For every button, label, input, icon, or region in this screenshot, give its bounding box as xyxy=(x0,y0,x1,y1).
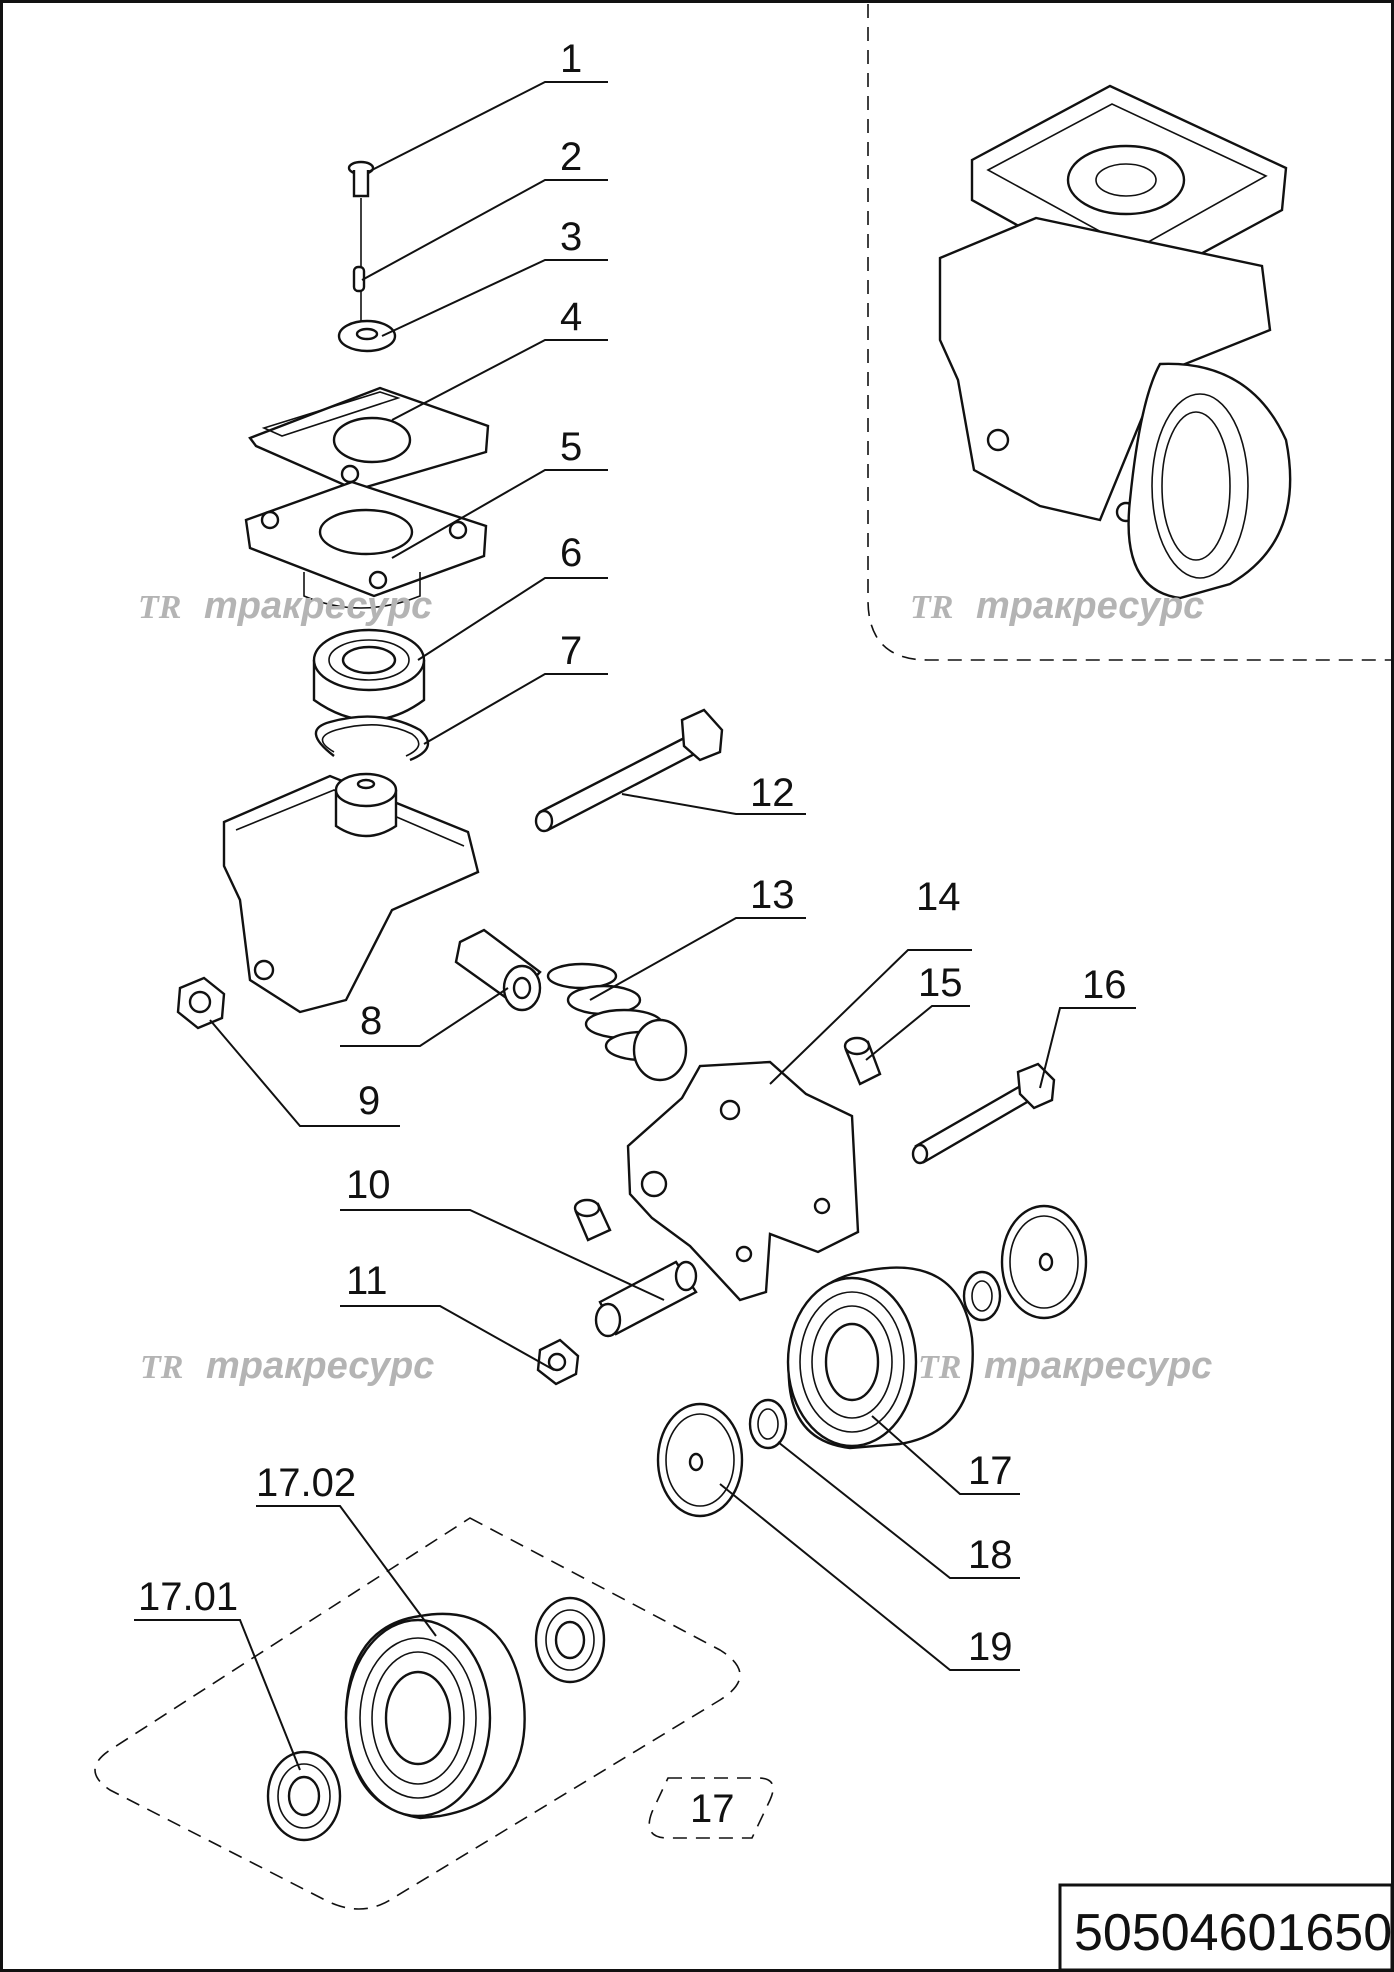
watermark-logo: TR xyxy=(910,589,953,626)
callout-15: 15 xyxy=(918,961,963,1005)
watermark-3: TR тракресурс xyxy=(140,1345,434,1387)
part-17-wheel xyxy=(786,1266,974,1450)
part-19-dust-cap xyxy=(1000,1204,1088,1320)
callout-1: 1 xyxy=(560,37,582,81)
watermark-text: тракресурс xyxy=(984,1345,1212,1387)
callout-6: 6 xyxy=(560,531,582,575)
part-7-snap-ring xyxy=(314,715,430,762)
part-4-slotted-plate xyxy=(248,386,490,492)
part-9-nut xyxy=(176,976,226,1030)
part-10-axle-sleeve xyxy=(594,1260,698,1338)
callout-16: 16 xyxy=(1082,963,1127,1007)
callout-5: 5 xyxy=(560,425,582,469)
part-3-washer xyxy=(337,319,397,353)
watermark-2: TR тракресурс xyxy=(910,585,1204,627)
part-13-spring xyxy=(546,962,688,1082)
callout-10: 10 xyxy=(346,1163,391,1207)
callout-17: 17 xyxy=(968,1449,1013,1493)
watermark-logo: TR xyxy=(138,589,181,626)
part-8-sleeve xyxy=(454,928,542,1012)
part-17-02-wheel-body xyxy=(344,1612,526,1820)
callout-17-01: 17.01 xyxy=(138,1575,238,1619)
callout-11: 11 xyxy=(346,1259,388,1303)
part-18-spacer-ring-left xyxy=(748,1398,788,1450)
part-12-bolt xyxy=(534,708,724,833)
callout-labels: 1 2 3 4 5 6 7 12 8 9 13 14 15 16 10 11 1… xyxy=(138,37,1127,1831)
watermark-text: тракресурс xyxy=(206,1345,434,1387)
wheel-subassembly-frame xyxy=(94,1517,741,1910)
assembled-view-frame xyxy=(867,4,1392,661)
subassembly-tag-frame xyxy=(648,1777,774,1839)
callout-2: 2 xyxy=(560,135,582,179)
callout-8: 8 xyxy=(360,999,382,1043)
part-5-mounting-plate xyxy=(244,480,488,609)
part-14-fork xyxy=(626,1060,860,1302)
swivel-bracket xyxy=(222,772,480,1014)
assembled-caster-view xyxy=(938,84,1292,600)
watermark-logo: TR xyxy=(918,1349,961,1386)
part-16-bolt xyxy=(911,1062,1056,1165)
watermark-4: TR тракресурс xyxy=(918,1345,1212,1387)
watermark-text: тракресурс xyxy=(976,585,1204,627)
part-17-01-bearing-right xyxy=(534,1596,606,1684)
part-15-bushing xyxy=(843,1036,882,1086)
part-1-screw xyxy=(347,160,375,330)
callout-7: 7 xyxy=(560,629,582,673)
part-6-bearing xyxy=(312,628,426,722)
callout-14: 14 xyxy=(916,875,961,919)
callout-9: 9 xyxy=(358,1079,380,1123)
callout-12: 12 xyxy=(750,771,795,815)
callout-13: 13 xyxy=(750,873,795,917)
watermark-1: TR тракресурс xyxy=(138,585,432,627)
callout-18: 18 xyxy=(968,1533,1013,1577)
watermark-text: тракресурс xyxy=(204,585,432,627)
document-number: 505046016501 xyxy=(1074,1904,1394,1962)
leader-lines xyxy=(134,81,1136,1771)
callout-17-02: 17.02 xyxy=(256,1461,356,1505)
part-11-nut xyxy=(536,1338,580,1386)
callout-3: 3 xyxy=(560,215,582,259)
document-number-box: 505046016501 xyxy=(1058,1883,1394,1972)
part-15-bushing-left xyxy=(573,1198,612,1242)
callout-4: 4 xyxy=(560,295,582,339)
callout-17-subassembly-tag: 17 xyxy=(690,1787,735,1831)
callout-19: 19 xyxy=(968,1625,1013,1669)
part-18-spacer-ring xyxy=(962,1270,1002,1322)
part-17-01-bearing xyxy=(266,1750,342,1842)
part-19-dust-cap-left xyxy=(656,1402,744,1518)
watermark-logo: TR xyxy=(140,1349,183,1386)
